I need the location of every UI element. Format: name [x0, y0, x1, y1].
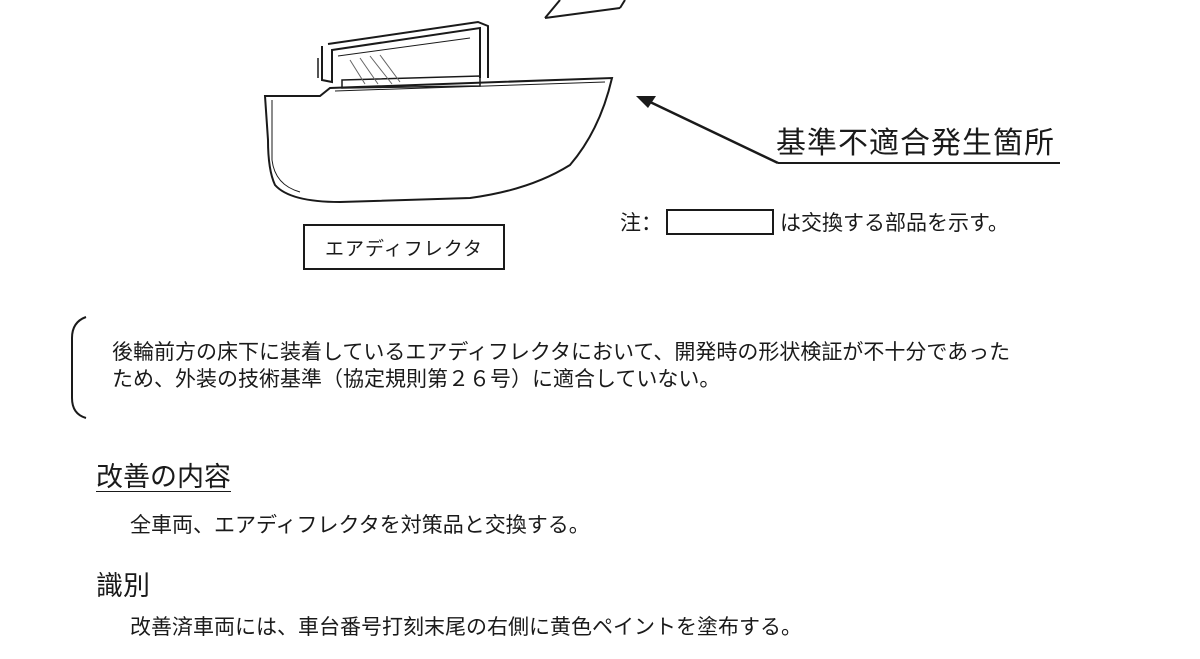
note-prefix: 注： — [620, 211, 662, 235]
text-bracket — [71, 316, 87, 419]
legend-box — [666, 209, 774, 235]
callout-label: 基準不適合発生箇所 — [776, 126, 1055, 161]
improvement-text: 全車両、エアディフレクタを対策品と交換する。 — [130, 513, 590, 537]
callout-arrow — [636, 96, 1060, 165]
improvement-title: 改善の内容 — [96, 462, 231, 493]
deflector-body — [263, 76, 614, 204]
cause-line-2: ため、外装の技術基準（協定規則第２６号）に適合していない。 — [112, 367, 721, 391]
deflector-bracket — [317, 20, 489, 89]
part-label-box: エアディフレクタ — [303, 224, 505, 270]
part-label: エアディフレクタ — [325, 237, 483, 260]
identification-title: 識別 — [96, 571, 150, 602]
legend-note: 注： は交換する部品を示す。 — [620, 207, 1009, 237]
identification-text: 改善済車両には、車台番号打刻末尾の右側に黄色ペイントを塗布する。 — [130, 615, 802, 639]
cause-description: 後輪前方の床下に装着しているエアディフレクタにおいて、開発時の形状検証が不十分で… — [112, 339, 1197, 393]
triangle-mark — [544, 0, 561, 19]
cause-line-1: 後輪前方の床下に装着しているエアディフレクタにおいて、開発時の形状検証が不十分で… — [112, 340, 1011, 364]
note-suffix: は交換する部品を示す。 — [780, 211, 1009, 235]
